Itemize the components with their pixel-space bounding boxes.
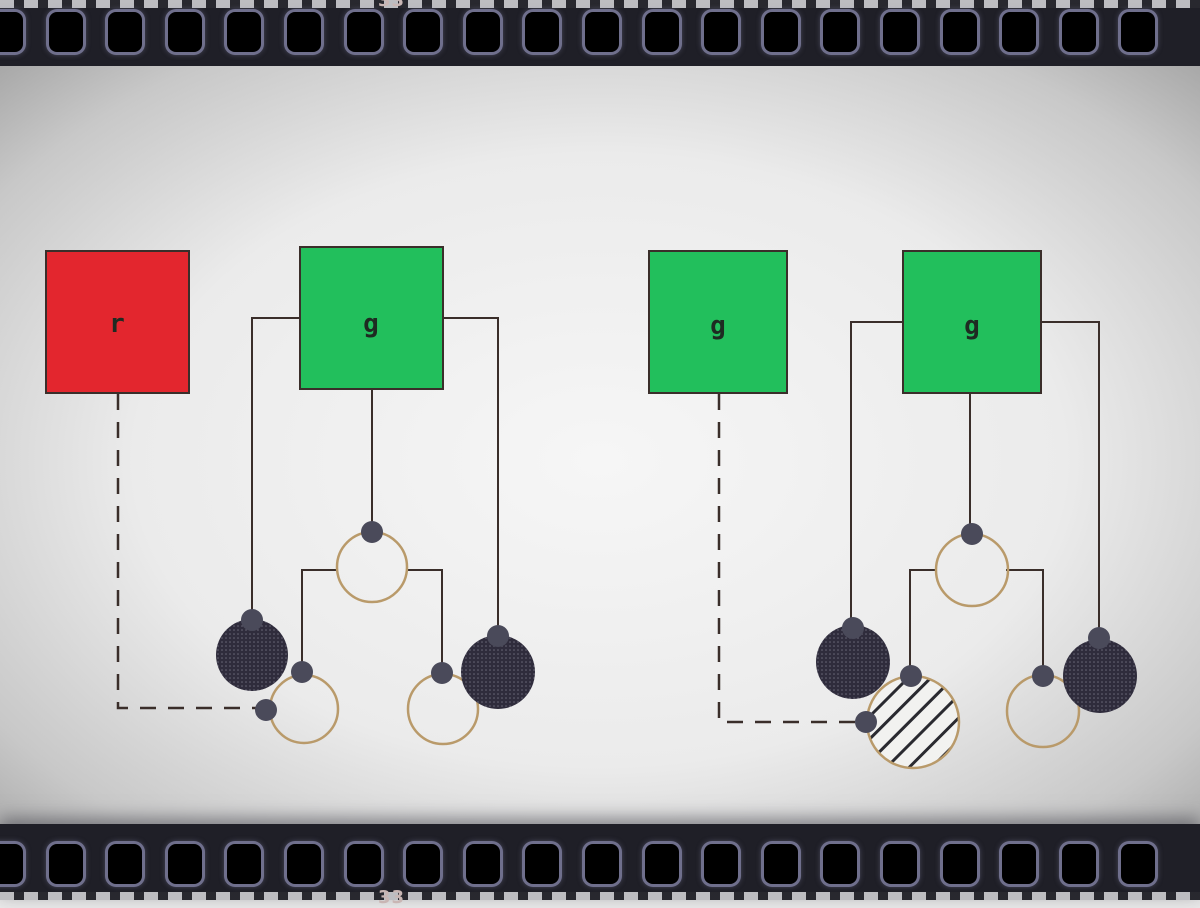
sprocket-hole [644,12,679,52]
film-edge-marks-top [0,0,1200,8]
filled-node-left-b [461,635,535,709]
sprocket-hole [227,844,262,884]
sprocket-hole [823,12,858,52]
sprocket-hole [227,12,262,52]
filled-node-left-a [216,619,288,691]
connector-dot [255,699,277,721]
sprocket-hole [0,844,23,884]
sprocket-hole [585,12,619,52]
sprocket-hole [704,12,739,52]
connector-dot [1032,665,1054,687]
sprocket-hole [1121,844,1156,884]
frame-number-bottom: 33 [378,887,406,908]
connector-dot [961,523,983,545]
film-strip-top: 33 [0,0,1200,66]
open-circle-bottom-left [268,673,340,745]
sprocket-hole [942,844,977,884]
film-edge-marks-bottom [0,892,1200,900]
connector-dot [1088,627,1110,649]
connector-dot [431,662,453,684]
sprocket-hole [823,844,858,884]
connector-dot [241,609,263,631]
sprocket-hole [346,12,381,52]
diagram-frame: r g g g [0,66,1200,824]
sprocket-hole [1061,844,1096,884]
dashed-link-left [116,394,262,710]
sprocket-hole [644,844,679,884]
sprocket-holes-top [0,12,1200,52]
sprocket-hole [525,12,560,52]
connector-dot [487,625,509,647]
sprocket-hole [883,844,917,884]
sprocket-hole [48,844,83,884]
dashed-link-right [717,394,860,724]
sprocket-hole [763,12,798,52]
film-strip-bottom: 33 [0,824,1200,908]
sprocket-hole [406,844,441,884]
left-pedigree: r g [45,246,535,746]
sprocket-hole [525,844,560,884]
green-box [299,246,444,390]
line-g-to-left-node [850,321,903,624]
line-g-to-left-node [251,317,300,620]
frame-number-top: 33 [378,0,406,11]
green-box [902,250,1042,394]
connector-dot [361,521,383,543]
sprocket-hole [0,12,23,52]
pedigree-diagram: r g g g [45,246,1137,770]
hatched-node [865,674,961,770]
right-pedigree: g g [648,250,1137,770]
sprocket-hole [883,12,917,52]
red-box [45,250,190,394]
line-circle-left-branch [909,569,937,676]
green-box [648,250,788,394]
line-g-to-right-node [443,317,499,640]
sprocket-hole [48,12,83,52]
connector-dot [291,661,313,683]
line-g-to-right-node [1041,321,1100,636]
red-box-label: r [109,309,125,339]
sprocket-hole [1002,844,1037,884]
connector-dot [855,711,877,733]
filled-node-right-b [1063,639,1137,713]
green-box-label: g [363,309,379,339]
connector-dot [900,665,922,687]
sprocket-hole [108,12,143,52]
sprocket-hole [704,844,739,884]
green-box-label: g [710,311,726,341]
sprocket-hole [406,12,441,52]
sprocket-hole [1002,12,1037,52]
sprocket-hole [287,844,321,884]
line-circle-left-branch [301,569,338,672]
sprocket-hole [1061,12,1096,52]
filled-node-right-a [816,625,890,699]
line-circle-right-branch [406,569,443,672]
sprocket-hole [585,844,619,884]
sprocket-hole [108,844,143,884]
sprocket-hole [167,844,202,884]
sprocket-hole [465,12,500,52]
sprocket-hole [346,844,381,884]
line-circle-right-branch [1006,569,1044,676]
sprocket-hole [942,12,977,52]
green-box-label: g [964,311,980,341]
sprocket-hole [287,12,321,52]
connector-dot [842,617,864,639]
sprocket-hole [1121,12,1156,52]
sprocket-hole [465,844,500,884]
sprocket-holes-bottom [0,844,1200,884]
sprocket-hole [167,12,202,52]
sprocket-hole [763,844,798,884]
